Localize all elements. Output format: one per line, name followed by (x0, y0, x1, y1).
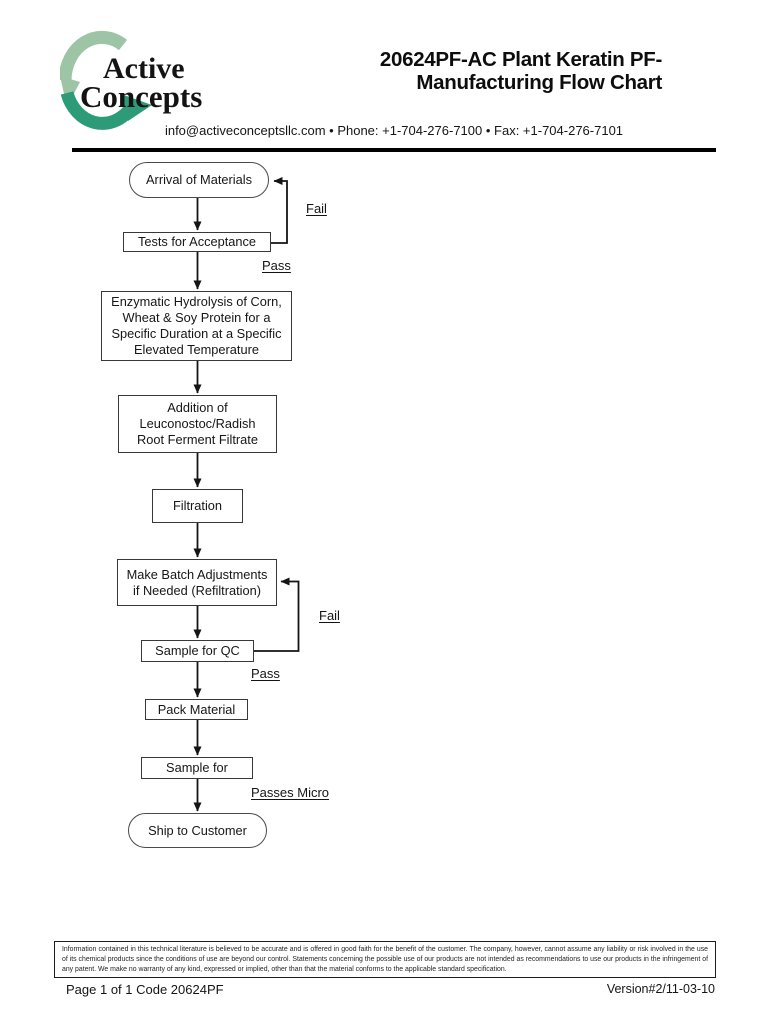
flow-node-pack-material: Pack Material (145, 699, 248, 720)
document-title: 20624PF-AC Plant Keratin PF- Manufacturi… (300, 48, 662, 94)
flow-node-label-line: Root Ferment Filtrate (137, 432, 258, 447)
flow-node-arrival-of-materials: Arrival of Materials (129, 162, 269, 198)
edge-label-pass-top: Pass (262, 258, 291, 273)
recycle-arrows-icon (60, 30, 152, 130)
brand-name-line1: Active (103, 52, 185, 85)
recycle-arrow-top-head-icon (60, 76, 80, 107)
flow-node-label-line: Elevated Temperature (134, 342, 259, 357)
company-logo: Active Concepts (60, 28, 250, 142)
edge-fail-tests-to-arrival (271, 177, 288, 244)
flow-node-label: Pack Material (157, 701, 236, 717)
header-divider (72, 148, 716, 152)
flow-node-label: Filtration (172, 498, 223, 513)
flow-node-enzymatic-hydrolysis: Enzymatic Hydrolysis of Corn, Wheat & So… (101, 291, 292, 361)
disclaimer-text: Information contained in this technical … (62, 946, 708, 974)
document-title-line1: 20624PF-AC Plant Keratin PF- (379, 48, 662, 71)
flow-node-label-line: Leuconostoc/Radish (139, 416, 256, 431)
flow-node-label-line: Enzymatic Hydrolysis of Corn, (111, 294, 282, 309)
flow-node-label: Sample for (166, 760, 228, 775)
page-info: Page 1 of 1 Code 20624PF (66, 982, 224, 997)
flow-node-label-line: Make Batch Adjustments (126, 566, 268, 582)
version-info: Version#2/11-03-10 (606, 982, 715, 996)
edge-label-passes-micro: Passes Micro (251, 785, 330, 800)
flow-node-label: Sample for QC (155, 643, 240, 658)
flow-node-sample-for: Sample for (141, 757, 253, 779)
flow-node-addition-ferment-filtrate: Addition of Leuconostoc/Radish Root Ferm… (118, 395, 277, 453)
disclaimer-box: Information contained in this technical … (54, 941, 716, 978)
flow-node-label: Tests for Acceptance (137, 234, 257, 249)
flow-node-label-line: Wheat & Soy Protein for a (122, 310, 271, 325)
brand-name-line2: Concepts (80, 79, 203, 114)
edge-label-fail-mid: Fail (319, 608, 340, 623)
flow-node-tests-for-acceptance: Tests for Acceptance (123, 232, 271, 252)
flow-node-label-line: Addition of (167, 400, 228, 415)
edge-label-pass-mid: Pass (251, 666, 280, 681)
flow-node-label: Make Batch Adjustments if Needed (Refilt… (127, 567, 268, 599)
flow-node-sample-for-qc: Sample for QC (141, 640, 254, 662)
flow-node-label-line: Specific Duration at a Specific (111, 326, 282, 341)
flow-node-label: Enzymatic Hydrolysis of Corn, Wheat & So… (111, 294, 282, 358)
flow-node-ship-to-customer: Ship to Customer (128, 813, 267, 848)
flow-node-label: Arrival of Materials (146, 172, 252, 187)
document-title-line2: Manufacturing Flow Chart (416, 71, 662, 94)
recycle-arrow-top-icon (60, 30, 128, 81)
flow-node-label: Ship to Customer (148, 822, 247, 838)
flow-node-label: Addition of Leuconostoc/Radish Root Ferm… (137, 400, 258, 448)
flow-node-label-line: if Needed (Refiltration) (132, 582, 262, 598)
recycle-arrow-bottom-icon (60, 91, 136, 130)
edge-label-fail-top: Fail (306, 201, 327, 216)
contact-info: info@activeconceptsllc.com • Phone: +1-7… (164, 123, 624, 138)
flow-node-make-batch-adjustments: Make Batch Adjustments if Needed (Refilt… (117, 559, 277, 606)
recycle-arrow-bottom-head-icon (121, 94, 152, 121)
flow-node-filtration: Filtration (152, 489, 243, 523)
